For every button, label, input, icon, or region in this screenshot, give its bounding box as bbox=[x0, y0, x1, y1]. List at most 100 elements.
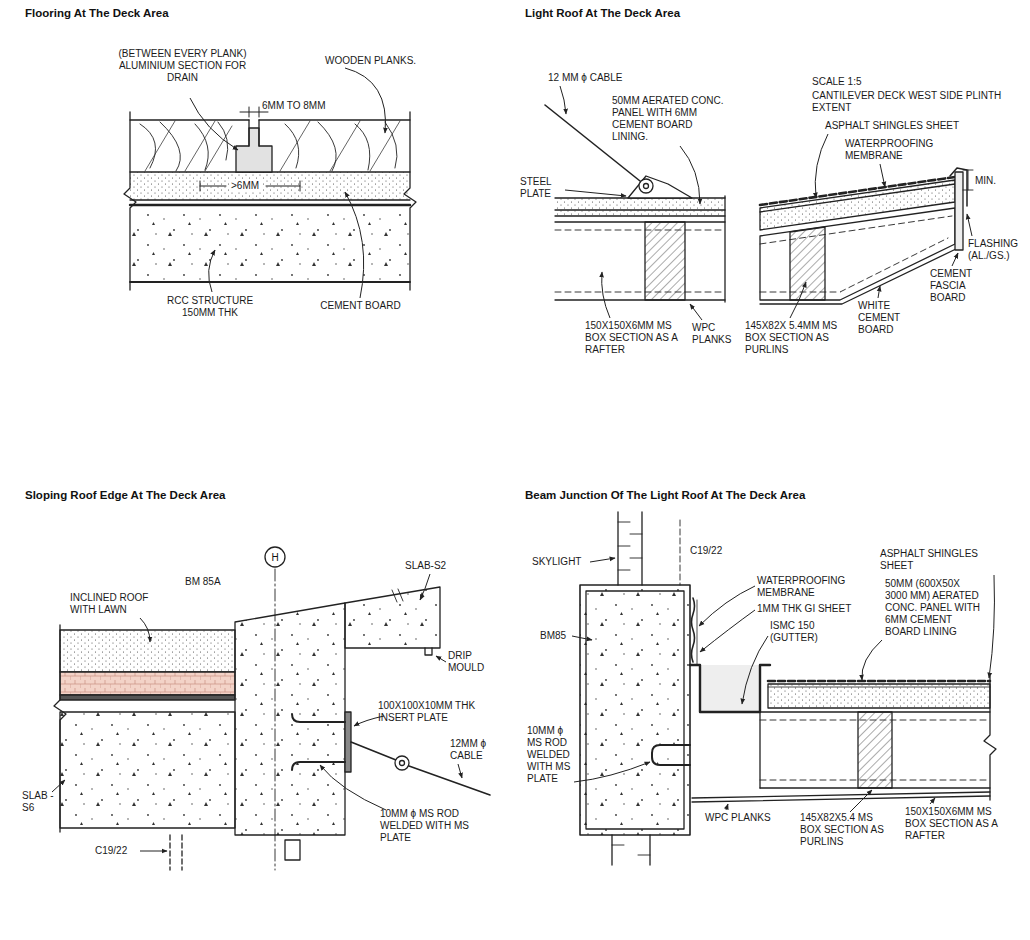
leader-line bbox=[680, 146, 700, 204]
beam-junction bbox=[858, 712, 892, 788]
grid-bubble-circle bbox=[265, 547, 285, 567]
light-roof-section bbox=[645, 222, 685, 300]
light-roof-section bbox=[644, 184, 649, 189]
leader-line bbox=[690, 304, 702, 320]
callout-label: DRIP MOULD bbox=[448, 650, 493, 674]
callout-label: 100X100X10MM THK INSERT PLATE bbox=[378, 700, 488, 724]
flooring-section bbox=[285, 122, 397, 171]
callout-label: 145X82X 5.4MM MS BOX SECTION AS PURLINS bbox=[745, 320, 843, 356]
leader-line bbox=[862, 640, 882, 680]
callout-label: FLASHING (AL./GS.) bbox=[968, 238, 1026, 262]
light-roof-section bbox=[950, 168, 967, 206]
flooring-section bbox=[236, 128, 272, 172]
beam-junction bbox=[768, 680, 990, 683]
beam-junction bbox=[690, 665, 770, 712]
callout-label: SLAB-S2 bbox=[405, 560, 446, 572]
beam-junction bbox=[612, 845, 650, 855]
leader-line bbox=[140, 618, 150, 642]
callout-label: 10MM ϕ MS ROD WELDED WITH MS PLATE bbox=[527, 725, 579, 785]
light-roof-section bbox=[790, 227, 825, 300]
sloping-roof-edge bbox=[60, 695, 235, 700]
sloping-roof-edge bbox=[345, 712, 351, 772]
leader-line bbox=[878, 286, 880, 298]
flooring-section bbox=[404, 112, 416, 290]
sloping-roof-edge bbox=[345, 587, 440, 648]
sloping-roof-edge bbox=[60, 712, 235, 828]
beam-junction bbox=[768, 687, 990, 688]
callout-label: 50MM (600X50X 3000 MM) AERATED CONC. PAN… bbox=[885, 578, 980, 638]
panel-title: Beam Junction Of The Light Roof At The D… bbox=[525, 488, 805, 502]
flooring-section bbox=[130, 205, 410, 282]
light-roof-section bbox=[555, 230, 725, 292]
sloping-roof-edge bbox=[400, 761, 405, 766]
grid-bubble: H bbox=[264, 546, 286, 568]
callout-label: 12 MM ϕ CABLE bbox=[548, 72, 623, 84]
light-roof-section bbox=[955, 172, 963, 250]
beam-junction bbox=[697, 600, 698, 665]
flooring-section bbox=[130, 281, 410, 283]
beam-junction bbox=[768, 684, 990, 708]
callout-label: 1MM THK GI SHEET bbox=[757, 603, 851, 615]
callout-label: C19/22 bbox=[690, 545, 722, 557]
flooring-section bbox=[280, 121, 400, 171]
callout-label: 50MM AERATED CONC. PANEL WITH 6MM CEMENT… bbox=[612, 95, 727, 143]
light-roof-section bbox=[639, 179, 653, 193]
leader-line bbox=[458, 764, 462, 778]
flooring-section bbox=[249, 120, 259, 146]
callout-label: 12MM ϕ CABLE bbox=[450, 738, 495, 762]
callout-label: 150X150X6MM MS BOX SECTION AS A RAFTER bbox=[585, 320, 690, 356]
leader-line bbox=[699, 586, 755, 626]
callout-label: BM 85A bbox=[185, 576, 221, 588]
callout-label: ISMC 150 (GUTTER) bbox=[770, 620, 840, 644]
flooring-section bbox=[145, 121, 232, 171]
flooring-section bbox=[130, 204, 410, 206]
flooring-section bbox=[130, 172, 410, 200]
sloping-roof-edge bbox=[292, 714, 345, 770]
leader-line bbox=[790, 282, 806, 318]
callout-label: CEMENT BOARD bbox=[318, 300, 403, 312]
callout-label: CEMENT FASCIA BOARD bbox=[930, 268, 992, 304]
beam-junction bbox=[618, 512, 642, 585]
sloping-roof-edge bbox=[60, 630, 235, 672]
callout-label: >6MM bbox=[229, 180, 261, 192]
beam-junction bbox=[984, 676, 996, 800]
leader-line bbox=[590, 558, 615, 562]
callout-label: WATERPROOFING MEMBRANE bbox=[845, 138, 945, 162]
leader-line bbox=[967, 214, 972, 236]
callout-label: BM85 bbox=[540, 630, 566, 642]
leader-line bbox=[742, 636, 768, 704]
beam-junction bbox=[692, 598, 695, 662]
leader-line bbox=[345, 192, 364, 298]
leader-line bbox=[726, 804, 728, 810]
sloping-roof-edge bbox=[54, 569, 490, 870]
leader-line bbox=[930, 798, 935, 804]
leader-line bbox=[420, 574, 430, 600]
leader-line bbox=[989, 575, 994, 678]
sloping-roof-edge bbox=[425, 648, 432, 655]
beam-junction bbox=[760, 712, 990, 788]
leader-line bbox=[560, 86, 566, 114]
panel-title: Flooring At The Deck Area bbox=[25, 6, 169, 20]
beam-junction bbox=[692, 792, 990, 802]
beam-junction bbox=[652, 745, 690, 765]
light-roof-section bbox=[760, 208, 955, 300]
sloping-roof-edge bbox=[285, 840, 300, 860]
callout-label: WHITE CEMENT BOARD bbox=[858, 300, 920, 336]
leader-line bbox=[952, 253, 958, 266]
sloping-roof-edge bbox=[60, 672, 235, 695]
leader-line bbox=[700, 610, 755, 652]
flooring-section bbox=[130, 119, 410, 120]
light-roof-section bbox=[555, 222, 725, 300]
leader-line bbox=[52, 780, 65, 792]
sloping-roof-edge bbox=[395, 756, 409, 770]
flooring-section bbox=[124, 112, 136, 290]
sloping-roof-edge bbox=[54, 625, 66, 832]
leader-line bbox=[345, 68, 386, 133]
leader-line bbox=[815, 134, 828, 198]
leader-line bbox=[190, 68, 386, 298]
callout-label: CANTILEVER DECK WEST SIDE PLINTH EXTENT bbox=[812, 90, 1012, 114]
beam-junction bbox=[618, 522, 642, 570]
callout-label: WPC PLANKS bbox=[705, 812, 771, 824]
callout-label: 6MM TO 8MM bbox=[262, 100, 326, 112]
